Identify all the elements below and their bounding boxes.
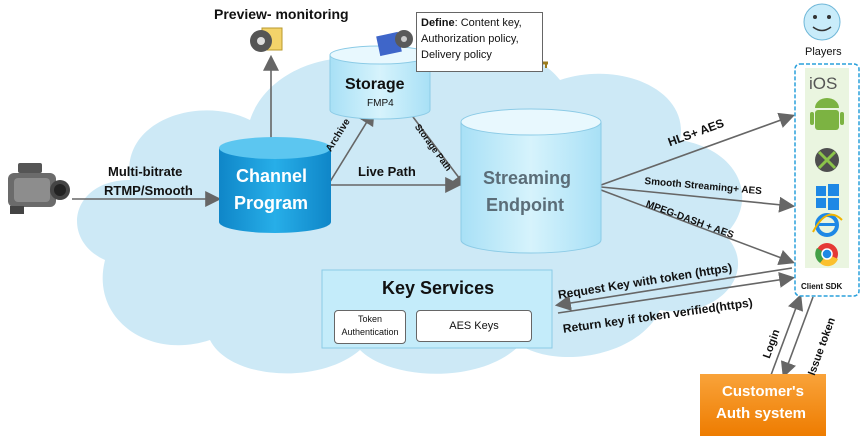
request-key-arrow (554, 267, 793, 311)
define-callout: Define: Content key, Authorization polic… (416, 12, 543, 72)
define-line1: : Content key, (454, 17, 522, 29)
archive-arrow (327, 109, 375, 186)
connector-lines (72, 54, 814, 378)
issue-token-arrow (780, 296, 814, 378)
auth-system-box (700, 374, 826, 436)
media-files-icon (376, 30, 413, 57)
channel-line2: Program (234, 193, 309, 213)
smooth-arrow (600, 186, 796, 213)
dash-arrow (600, 189, 795, 265)
players-label: Players (805, 46, 842, 58)
token-auth-box: Token Authentication (334, 310, 406, 344)
storage-title: Storage (345, 76, 405, 93)
auth-line2: Auth system (716, 405, 807, 422)
auth-line1: Customer's (722, 383, 804, 400)
define-line3: Delivery policy (421, 49, 492, 61)
xbox-icon (815, 148, 839, 172)
token-auth-line2: Authentication (341, 327, 399, 337)
hls-arrow (600, 112, 796, 186)
windows-icon (816, 184, 839, 210)
storage-subtitle: FMP4 (367, 98, 394, 109)
return-key-arrow (557, 271, 796, 314)
input-line2: RTMP/Smooth (104, 183, 193, 198)
ios-icon: iOS (809, 74, 838, 93)
login-arrow (770, 294, 804, 376)
ie-icon (812, 213, 843, 237)
live-path-label: Live Path (358, 164, 416, 179)
film-reel-icon (250, 27, 283, 52)
camera-icon (8, 163, 70, 214)
channel-line1: Channel (236, 166, 308, 186)
streaming-line1: Streaming (483, 168, 572, 188)
input-line1: Multi-bitrate (108, 164, 183, 179)
channel-program-cylinder (219, 137, 331, 233)
android-icon (810, 98, 844, 130)
smiley-icon (803, 3, 841, 41)
define-line2: Authorization policy, (421, 33, 519, 45)
define-bold: Define (421, 17, 455, 29)
chrome-icon (815, 243, 838, 267)
key-services-title: Key Services (382, 278, 495, 298)
storage-cylinder (329, 45, 431, 120)
streaming-endpoint-cylinder (460, 108, 602, 254)
preview-label: Preview- monitoring (214, 6, 349, 22)
streaming-line2: Endpoint (486, 195, 564, 215)
aes-keys-box: AES Keys (416, 310, 532, 342)
storage-path-arrow (409, 112, 468, 190)
token-auth-line1: Token (357, 314, 383, 324)
client-sdk-label: Client SDK (801, 282, 843, 291)
